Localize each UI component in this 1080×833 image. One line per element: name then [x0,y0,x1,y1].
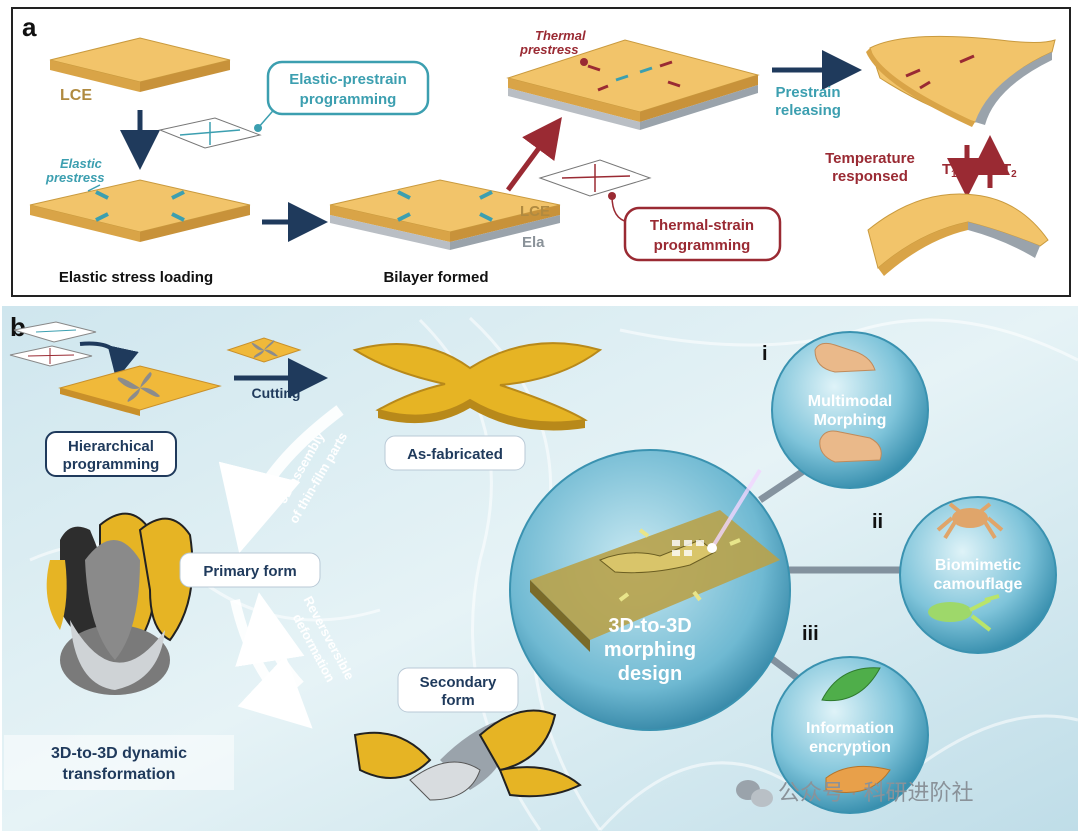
panel-b: b Cutting Hierarchical programming [2,306,1079,832]
roman-iii-label: iii [802,623,819,645]
dynamic-label-bg [4,735,234,790]
ela-label: Ela [522,234,545,251]
elastic-prestress-line1: Elastic [60,156,103,171]
thermal-strain-line2: programming [654,237,751,254]
thermal-program-card [538,159,652,223]
multimodal-line1: Multimodal [808,393,892,410]
center-line3: design [618,663,682,685]
arrow-up-red-icon [505,116,562,192]
prestrain-releasing-line2: releasing [775,102,841,119]
thermal-strain-box [623,206,782,262]
thermal-prestress-line2: prestress [519,42,579,57]
secondary-line1: Secondary [420,674,497,691]
secondary-line2: form [441,692,474,709]
hierarchical-line2: programming [63,456,160,473]
multimodal-sphere [771,331,929,489]
roman-ii-label: ii [872,511,883,533]
lce-bilayer-label: LCE [520,203,550,220]
spider-shapes [928,502,1004,632]
t1-label: T1 [942,161,957,180]
bilayer-slab [329,179,561,250]
primary-form-label: Primary form [203,563,296,580]
t2-label: T2 [1002,161,1017,180]
temperature-responsed-line1: Temperature [825,150,915,167]
primary-form-box [179,552,321,588]
arch-shape-bottom [867,193,1049,276]
elastic-prestrain-box [266,60,430,116]
as-fabricated-label: As-fabricated [407,446,503,463]
hierarchical-line1: Hierarchical [68,438,154,455]
thermal-prestress-line1: Thermal [535,28,586,43]
secondary-form-flower [353,709,582,801]
elastic-stress-loading-label: Elastic stress loading [59,269,213,286]
cutting-label: Cutting [252,385,301,401]
information-line2: encryption [809,739,891,756]
thermal-strain-line1: Thermal-strain [650,217,754,234]
loaded-slab [29,179,251,242]
center-sheet [530,468,780,652]
center-line1: 3D-to-3D [608,615,691,637]
watermark: 公众号 · 科研进阶社 [736,780,974,807]
lce-label: LCE [60,87,92,104]
panel-a-label: a [22,12,37,42]
information-line1: Information [806,720,894,737]
assembly-arrow-icon [218,405,344,554]
curled-shape-top [866,35,1056,127]
panel-b-label: b [10,312,26,342]
leaf-shapes [821,667,891,793]
elastic-prestrain-line1: Elastic-prestrain [289,71,407,88]
hierarchical-box [45,431,177,477]
primary-form-flower [46,512,194,695]
reverse-deform-arrow-icon [235,592,305,689]
hierarchical-cards [9,321,139,380]
elastic-prestrain-line2: programming [300,91,397,108]
as-fabricated-box [384,435,526,471]
dynamic-line2: transformation [63,766,176,783]
center-line2: morphing [604,639,696,661]
programmed-sheet [58,365,222,416]
lce-slab [49,37,231,92]
watermark-text: 公众号 · 科研进阶社 [778,780,974,805]
as-fabricated-cross [352,342,603,431]
elastic-prestress-line2: prestress [45,170,105,185]
information-sphere [771,656,929,814]
prestrain-releasing-line1: Prestrain [775,84,840,101]
multimodal-line2: Morphing [814,412,887,429]
hand-shapes [814,342,882,463]
temperature-responsed-line2: responsed [832,168,908,185]
dynamic-line1: 3D-to-3D dynamic [51,745,187,762]
thermal-slab [506,39,760,130]
secondary-form-box [397,667,519,713]
panel-a: a LCE Elastic-prestrain programming Elas… [11,7,1071,297]
roman-i-label: i [762,343,768,365]
bilayer-formed-label: Bilayer formed [383,269,488,286]
biomimetic-line2: camouflage [934,576,1023,593]
biomimetic-line1: Biomimetic [935,557,1021,574]
wechat-icon [736,780,773,807]
small-sheet [226,337,302,363]
